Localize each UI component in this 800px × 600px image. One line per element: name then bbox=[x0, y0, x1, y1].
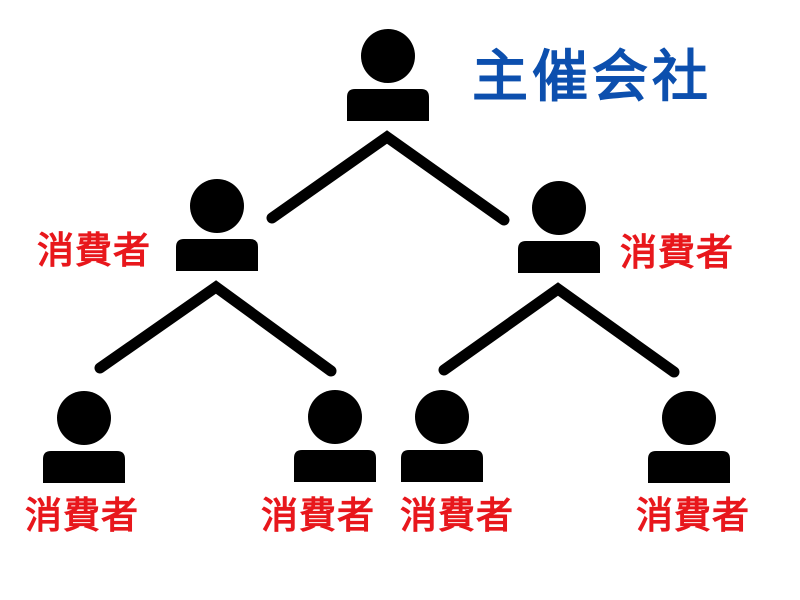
person-icon-level2-2 bbox=[294, 390, 376, 482]
consumer-label-level2-2: 消費者 bbox=[261, 494, 375, 537]
person-icon-level2-3 bbox=[401, 390, 483, 482]
consumer-label-level1-left: 消費者 bbox=[37, 229, 151, 272]
connector-lines bbox=[94, 130, 680, 378]
consumer-label-level1-right: 消費者 bbox=[620, 231, 734, 274]
edge-level1-left-to-level2 bbox=[94, 280, 337, 377]
consumer-label-level2-1: 消費者 bbox=[25, 494, 139, 537]
person-icon-level2-1 bbox=[43, 391, 125, 483]
edge-organizer-to-level1 bbox=[266, 130, 510, 226]
person-icon-level1-left bbox=[176, 179, 258, 271]
consumer-label-level2-3: 消費者 bbox=[400, 494, 514, 537]
edge-level1-right-to-level2 bbox=[438, 282, 680, 378]
consumer-label-level2-4: 消費者 bbox=[636, 494, 750, 537]
person-icon-level1-right bbox=[518, 181, 600, 273]
organizer-label: 主催会社 bbox=[472, 45, 712, 110]
person-icon-organizer bbox=[347, 29, 429, 121]
person-icon-level2-4 bbox=[648, 391, 730, 483]
